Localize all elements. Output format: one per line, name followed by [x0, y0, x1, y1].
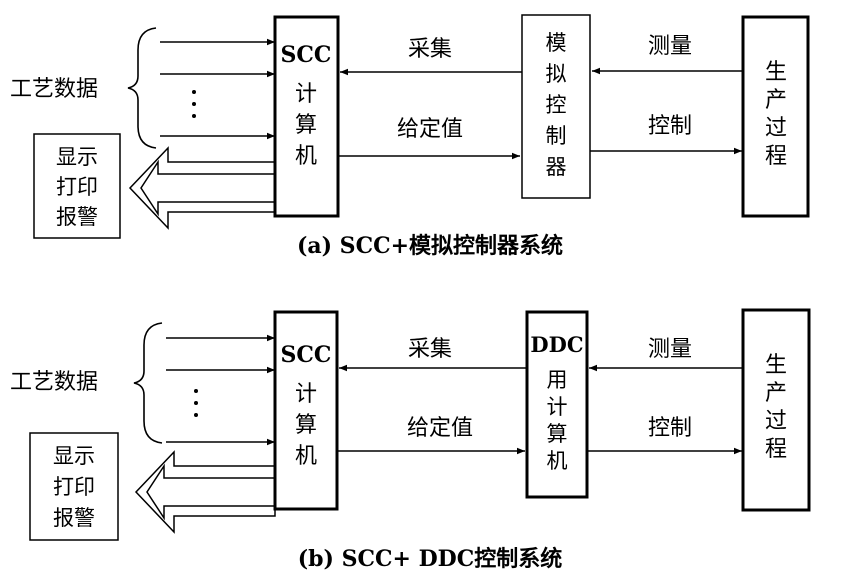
process-data-label-a: 工艺数据: [10, 77, 98, 102]
setpoint-label-b: 给定值: [407, 416, 473, 441]
display-line-b-3: 报警: [53, 506, 95, 530]
dot-a-2: [192, 102, 196, 106]
ddc-line-b-1: 用: [547, 368, 568, 392]
scc-line-b-3: 机: [295, 444, 317, 469]
brace-a: [127, 27, 157, 149]
caption-b: (b) SCC+ DDC控制系统: [298, 546, 563, 572]
display-box-a: [33, 133, 121, 239]
ddc-line-b-4: 机: [547, 449, 568, 473]
scc-line-a-1: 计: [295, 82, 317, 107]
dot-b-1: [194, 389, 198, 393]
scc-box-a: [273, 15, 340, 218]
process-line-b-2: 过: [765, 409, 787, 434]
scc-box-b: [273, 310, 339, 511]
ddc-line-b-2: 计: [547, 395, 568, 419]
process-line-a-3: 程: [765, 144, 787, 169]
process-line-a-1: 产: [765, 88, 787, 113]
controller-line-a-2: 控: [546, 93, 567, 117]
dot-b-2: [194, 401, 198, 405]
display-line-b-2: 打印: [53, 475, 95, 499]
scc-line-a-3: 机: [295, 144, 317, 169]
brace-b: [133, 322, 163, 444]
scc-line-a-2: 算: [295, 113, 317, 138]
ddc-line-b-3: 算: [547, 422, 568, 446]
dot-a-3: [192, 114, 196, 118]
controller-line-a-4: 器: [546, 155, 567, 179]
output-arrow-a: [128, 146, 276, 230]
collect-label-b: 采集: [408, 337, 452, 362]
process-line-b-1: 产: [765, 381, 787, 406]
diagram-a: 工艺数据 显示 打印 报警 SCC 计 算 机 采集 给定值 模 拟 控 制 器: [10, 14, 810, 259]
controller-line-a-3: 制: [546, 124, 567, 148]
process-line-b-3: 程: [765, 437, 787, 462]
display-line-b-1: 显示: [53, 444, 95, 468]
display-line-a-1: 显示: [56, 145, 98, 169]
process-data-label-b: 工艺数据: [10, 370, 98, 395]
control-label-b: 控制: [648, 416, 692, 441]
process-line-a-0: 生: [765, 60, 787, 85]
ddc-box-b: [525, 310, 589, 499]
process-box-a: [741, 15, 810, 218]
process-line-b-0: 生: [765, 353, 787, 378]
display-line-a-3: 报警: [56, 205, 98, 229]
scc-line-a-0: SCC: [281, 42, 332, 68]
collect-label-a: 采集: [408, 37, 452, 62]
controller-box-a: [521, 14, 591, 199]
scc-line-b-1: 计: [295, 382, 317, 407]
process-line-a-2: 过: [765, 116, 787, 141]
display-line-a-2: 打印: [56, 175, 98, 199]
caption-a: (a) SCC+模拟控制器系统: [297, 233, 563, 259]
dot-b-3: [194, 413, 198, 417]
control-label-a: 控制: [648, 114, 692, 139]
measure-label-a: 测量: [648, 34, 692, 59]
controller-line-a-0: 模: [546, 31, 567, 55]
scc-line-b-2: 算: [295, 413, 317, 438]
diagram-b: 工艺数据 显示 打印 报警 SCC 计 算 机 采集 给定值 DDC 用 计 算…: [10, 308, 811, 572]
measure-label-b: 测量: [648, 337, 692, 362]
process-box-b: [741, 308, 811, 512]
setpoint-label-a: 给定值: [397, 117, 463, 142]
controller-line-a-1: 拟: [546, 62, 567, 86]
output-arrow-b: [134, 450, 276, 534]
display-box-b: [29, 432, 119, 541]
ddc-line-b-0: DDC: [530, 332, 583, 357]
dot-a-1: [192, 90, 196, 94]
scc-line-b-0: SCC: [281, 342, 332, 368]
